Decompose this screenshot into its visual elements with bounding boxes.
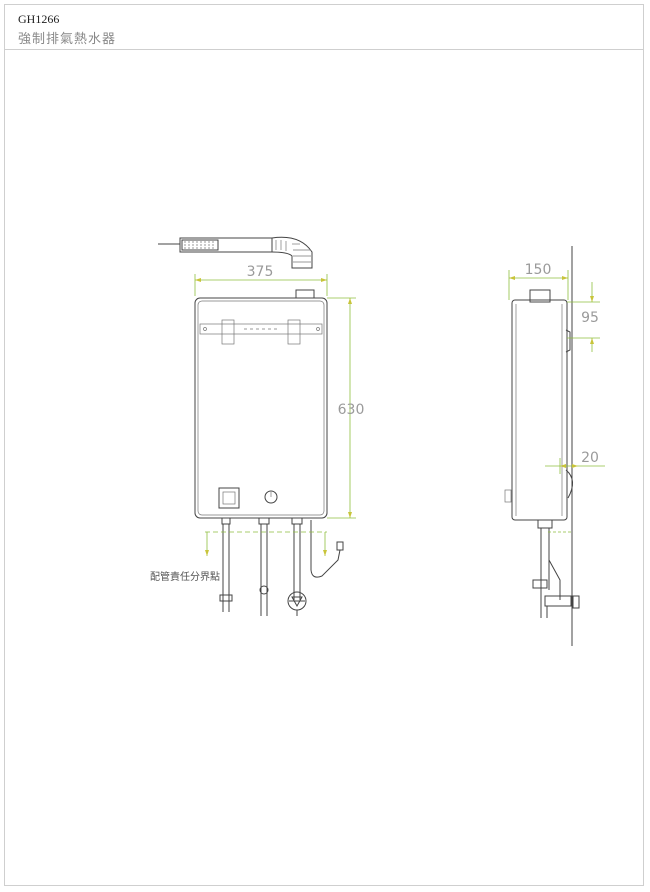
temperature-knob-icon <box>264 490 278 504</box>
title-block: GH1266 強制排氣熱水器 <box>4 4 644 50</box>
width-dimension: 375 <box>194 264 328 296</box>
flue-collar <box>295 289 315 299</box>
top-offset-label: 95 <box>581 310 599 326</box>
exhaust-duct <box>158 236 313 269</box>
top-offset-dimension: 95 <box>567 282 600 352</box>
front-view: 375 630 <box>150 236 365 616</box>
product-title: 強制排氣熱水器 <box>18 32 117 47</box>
pipe-connections <box>219 517 344 616</box>
piping-boundary-line: 配管責任分界點 <box>150 531 327 583</box>
depth-dimension: 150 <box>508 262 569 300</box>
control-panel <box>218 487 240 509</box>
width-label: 375 <box>247 264 274 280</box>
height-label: 630 <box>338 402 365 418</box>
height-dimension: 630 <box>327 297 365 519</box>
bottom-offset-label: 20 <box>581 450 599 466</box>
side-pipe-connections <box>532 519 580 618</box>
power-cord <box>310 520 341 578</box>
piping-boundary-label: 配管責任分界點 <box>150 570 220 583</box>
side-view: 150 95 20 <box>504 246 605 646</box>
duct-vent-pattern <box>184 241 216 249</box>
heater-body-side <box>504 289 573 521</box>
heater-body-front <box>194 297 328 519</box>
drawing-frame <box>4 4 644 886</box>
plug-icon <box>336 541 344 551</box>
depth-label: 150 <box>525 262 552 278</box>
model-number: GH1266 <box>18 12 60 26</box>
bottom-offset-dimension: 20 <box>545 450 605 474</box>
